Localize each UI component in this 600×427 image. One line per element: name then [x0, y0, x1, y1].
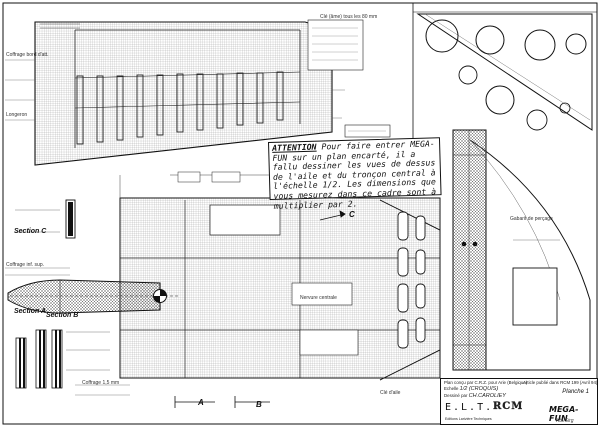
cut-marker-a: A	[198, 398, 204, 407]
section-c-label: Section C	[14, 228, 47, 235]
title-block-line2: Article publié dans RCM 199 (Avril 94)	[523, 380, 598, 385]
wing-top-view	[34, 19, 391, 166]
elt-logo: E.L.T.	[445, 402, 494, 413]
fin-outline	[469, 139, 591, 371]
section-ab-drawing	[15, 329, 110, 389]
section-c-drawing	[15, 199, 76, 239]
cg-marker-icon	[153, 289, 167, 303]
rcm-logo: RCM	[493, 401, 524, 412]
attention-notice: ATTENTION Pour faire entrer MEGA-FUN sur…	[268, 137, 442, 210]
sheet-number: Planche 1	[562, 389, 589, 395]
model-name: MEGA-FUN	[549, 405, 579, 423]
sheet-number-label: Planche	[562, 389, 584, 395]
title-block-line1: Plan conçu par C.R.Z. pour Arie (Belgiqu…	[444, 380, 528, 385]
sheet-number-value: 1	[585, 389, 589, 395]
publisher-line: Editions Larivière Techniques	[445, 417, 492, 421]
title-block: Plan conçu par C.R.Z. pour Arie (Belgiqu…	[440, 378, 598, 425]
drawn-by-label: Dessiné par	[444, 393, 468, 398]
signature: Xbi/Sirg	[556, 418, 574, 424]
motor-frame-plate	[416, 13, 593, 131]
drawn-by-value: CH.CAROLIEY	[468, 393, 506, 399]
scale-value: 1/2 (CROQUIS)	[459, 386, 499, 392]
section-a-label: Section A	[14, 308, 47, 315]
cut-marker-c: C	[349, 210, 355, 219]
section-b-label: Section B	[46, 312, 79, 319]
scale-label: Echelle	[444, 386, 459, 391]
center-section	[119, 171, 441, 381]
cut-marker-b: B	[256, 400, 262, 409]
spar-strip	[452, 129, 487, 371]
fuselage-boom	[7, 279, 180, 314]
